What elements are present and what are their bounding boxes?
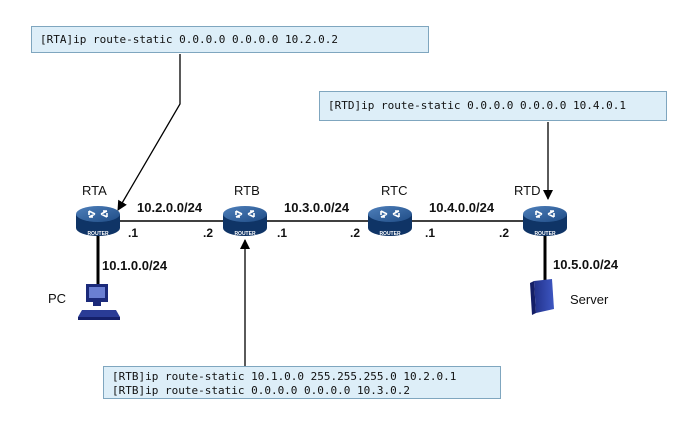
callout-arrow-rta bbox=[117, 54, 181, 211]
interface-label-rtb-ab: .2 bbox=[203, 226, 214, 240]
interface-label-rtc-bc: .2 bbox=[350, 226, 361, 240]
rta-static-route-command: [RTA]ip route-static 0.0.0.0 0.0.0.0 10.… bbox=[40, 33, 339, 46]
router-badge: ROUTER bbox=[534, 231, 556, 237]
network-label-cd: 10.4.0.0/24 bbox=[429, 200, 495, 215]
interface-label-rta-ab: .1 bbox=[128, 226, 139, 240]
router-label-rta: RTA bbox=[82, 183, 107, 198]
network-label-ab: 10.2.0.0/24 bbox=[137, 200, 203, 215]
router-badge: ROUTER bbox=[379, 231, 401, 237]
rta-command-box: [RTA]ip route-static 0.0.0.0 0.0.0.0 10.… bbox=[31, 26, 429, 53]
rtd-static-route-command: [RTD]ip route-static 0.0.0.0 0.0.0.0 10.… bbox=[328, 99, 627, 112]
rtb-static-route-command: [RTB]ip route-static 10.1.0.0 255.255.25… bbox=[112, 370, 457, 383]
rtb-default-route-command: [RTB]ip route-static 0.0.0.0 0.0.0.0 10.… bbox=[112, 384, 411, 397]
interface-label-rtb-bc: .1 bbox=[277, 226, 288, 240]
network-label-server-lan: 10.5.0.0/24 bbox=[553, 257, 619, 272]
interface-label-rtc-cd: .1 bbox=[425, 226, 436, 240]
rtb-command-box: [RTB]ip route-static 10.1.0.0 255.255.25… bbox=[103, 366, 501, 399]
router-icon bbox=[523, 206, 567, 236]
router-icon bbox=[368, 206, 412, 236]
rtd-command-box: [RTD]ip route-static 0.0.0.0 0.0.0.0 10.… bbox=[319, 91, 667, 121]
device-label-server: Server bbox=[570, 292, 609, 307]
router-label-rtc: RTC bbox=[381, 183, 408, 198]
pc-icon bbox=[78, 284, 120, 320]
server-icon bbox=[530, 279, 554, 315]
router-label-rtd: RTD bbox=[514, 183, 541, 198]
network-label-pc-lan: 10.1.0.0/24 bbox=[102, 258, 168, 273]
router-icon bbox=[223, 206, 267, 236]
router-badge: ROUTER bbox=[234, 231, 256, 237]
network-label-bc: 10.3.0.0/24 bbox=[284, 200, 350, 215]
router-icon bbox=[76, 206, 120, 236]
device-label-pc: PC bbox=[48, 291, 67, 306]
router-badge: ROUTER bbox=[87, 231, 109, 237]
router-label-rtb: RTB bbox=[234, 183, 260, 198]
interface-label-rtd-cd: .2 bbox=[499, 226, 510, 240]
